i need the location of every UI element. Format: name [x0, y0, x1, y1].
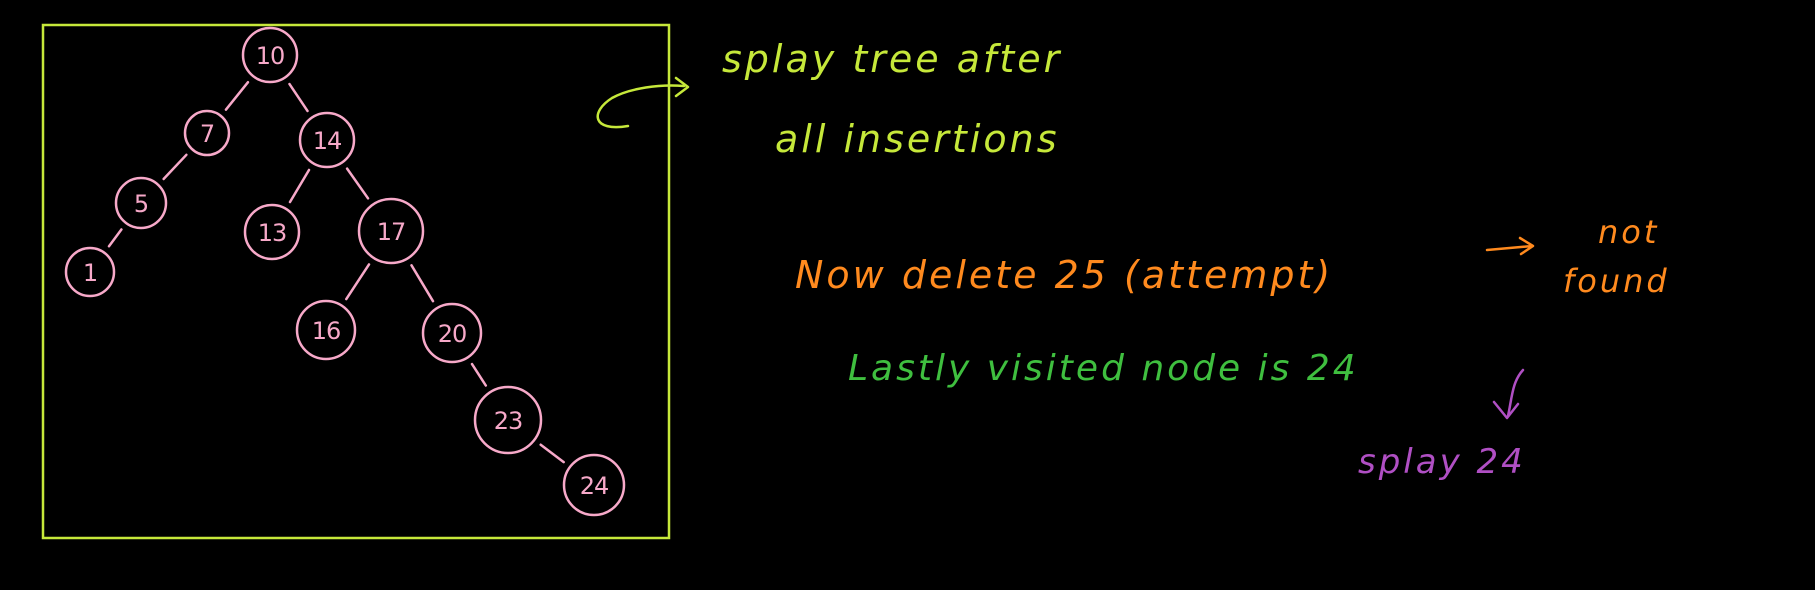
tree-node-label: 13	[258, 219, 287, 247]
tree-edge-n17-n20	[410, 264, 435, 303]
caption-line1: splay tree after	[722, 37, 1062, 81]
tree-edge-n20-n23	[470, 362, 488, 387]
tree-node-circle	[421, 302, 483, 364]
not-found-line2: found	[1563, 262, 1670, 300]
tree-node-label: 14	[313, 127, 342, 155]
tree-edges	[107, 80, 565, 464]
tree-node-circle	[473, 385, 543, 455]
tree-node-5: 5	[114, 176, 168, 230]
tree-node-label: 23	[494, 407, 523, 435]
tree-edge-n17-n16	[345, 263, 371, 301]
splay-arrow	[1492, 368, 1525, 420]
tree-node-1: 1	[64, 246, 116, 298]
tree-edge-n7-n5	[162, 153, 188, 181]
tree-node-label: 20	[438, 320, 467, 348]
caption-arrow	[596, 84, 686, 129]
tree-edge-n14-n17	[345, 167, 370, 200]
tree-node-14: 14	[298, 111, 356, 169]
tree-node-circle	[114, 176, 168, 230]
tree-edge-n14-n13	[288, 168, 311, 204]
tree-node-circle	[295, 299, 357, 361]
not-found-line1: not	[1598, 213, 1659, 251]
tree-edge-n10-n7	[224, 80, 250, 111]
tree-nodes: 10 7 14 5 1 13 17 16 20 23 24	[64, 26, 626, 517]
tree-node-label: 10	[256, 42, 285, 70]
tree-node-circle	[562, 453, 626, 517]
tree-node-20: 20	[421, 302, 483, 364]
tree-edge-n10-n14	[288, 82, 309, 113]
not-found-arrow	[1485, 236, 1535, 256]
tree-node-circle	[64, 246, 116, 298]
caption-arrow-head	[674, 76, 690, 98]
tree-edge-n5-n1	[107, 228, 123, 248]
tree-node-circle	[357, 197, 425, 265]
tree-node-circle	[183, 109, 231, 157]
tree-node-label: 24	[580, 472, 609, 500]
tree-node-label: 5	[134, 190, 148, 218]
tree-node-label: 17	[377, 218, 406, 246]
caption-line2: all insertions	[775, 117, 1060, 161]
tree-node-circle	[243, 203, 301, 261]
tree-node-23: 23	[473, 385, 543, 455]
delete-note: Now delete 25 (attempt)	[795, 253, 1333, 297]
tree-edge-n23-n24	[539, 443, 565, 464]
tree-node-circle	[241, 26, 299, 84]
splay-note: splay 24	[1358, 442, 1526, 482]
tree-node-24: 24	[562, 453, 626, 517]
tree-frame	[41, 23, 671, 540]
tree-node-10: 10	[241, 26, 299, 84]
tree-node-16: 16	[295, 299, 357, 361]
tree-node-circle	[298, 111, 356, 169]
tree-node-label: 7	[200, 120, 214, 148]
visited-note: Lastly visited node is 24	[848, 348, 1359, 389]
tree-node-7: 7	[183, 109, 231, 157]
tree-node-label: 16	[312, 317, 341, 345]
tree-node-17: 17	[357, 197, 425, 265]
tree-node-label: 1	[83, 259, 97, 287]
tree-node-13: 13	[243, 203, 301, 261]
